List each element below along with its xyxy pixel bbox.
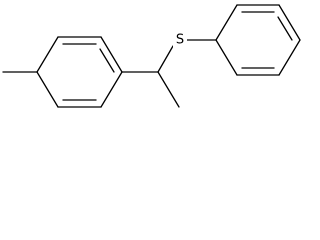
ring1-double-3 bbox=[99, 48, 115, 73]
ch-to-sulfur-bond bbox=[157, 45, 174, 73]
ring2-bond-3 bbox=[278, 4, 301, 41]
ring2-bond-6 bbox=[215, 39, 238, 76]
ring2-bond-1 bbox=[215, 4, 238, 41]
ring1-bond-3 bbox=[100, 36, 123, 73]
ring1-bond-1 bbox=[36, 36, 59, 73]
tolyl-ring bbox=[36, 36, 123, 108]
phenyl-ring bbox=[215, 4, 301, 76]
sulfur-label-mask bbox=[173, 31, 187, 49]
chemical-structure-canvas: S bbox=[0, 0, 306, 111]
ring1-bond-4 bbox=[100, 71, 123, 108]
sulfur-atom-label: S bbox=[176, 33, 184, 48]
ch-methyl-bond bbox=[157, 71, 180, 108]
ring2-bond-4 bbox=[278, 39, 301, 76]
chemical-structure: S bbox=[2, 4, 301, 108]
ring1-bond-6 bbox=[36, 71, 59, 108]
ring2-double-3 bbox=[277, 16, 293, 41]
